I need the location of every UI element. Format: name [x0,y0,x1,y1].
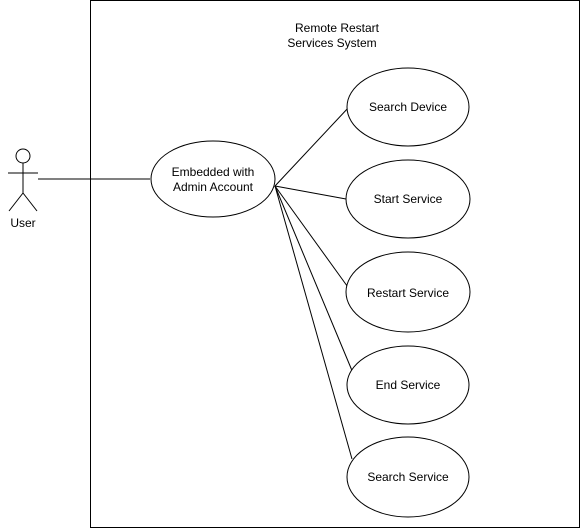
main-use-case-label-line1: Embedded with [172,165,255,179]
use-case-search-device: Search Device [346,67,470,147]
use-case-label: Restart Service [367,286,449,300]
stick-figure-actor-icon [8,148,38,212]
actor-name: User [10,216,35,230]
use-case-restart-service: Restart Service [345,251,471,333]
main-use-case-label-line2: Admin Account [173,180,254,194]
use-case-end-service: End Service [346,345,470,425]
use-case-links [274,106,354,460]
use-case-start-service: Start Service [345,159,471,239]
use-case-label: End Service [376,378,441,392]
use-case-search-service: Search Service [346,436,470,518]
use-case-embedded-admin [150,140,276,218]
system-boundary [90,0,580,528]
system-title-line2: Services System [287,36,376,50]
system-title-line1: Remote Restart [295,21,380,35]
use-case-label: Search Service [367,470,449,484]
use-case-label: Start Service [374,192,443,206]
use-case-label: Search Device [369,100,447,114]
